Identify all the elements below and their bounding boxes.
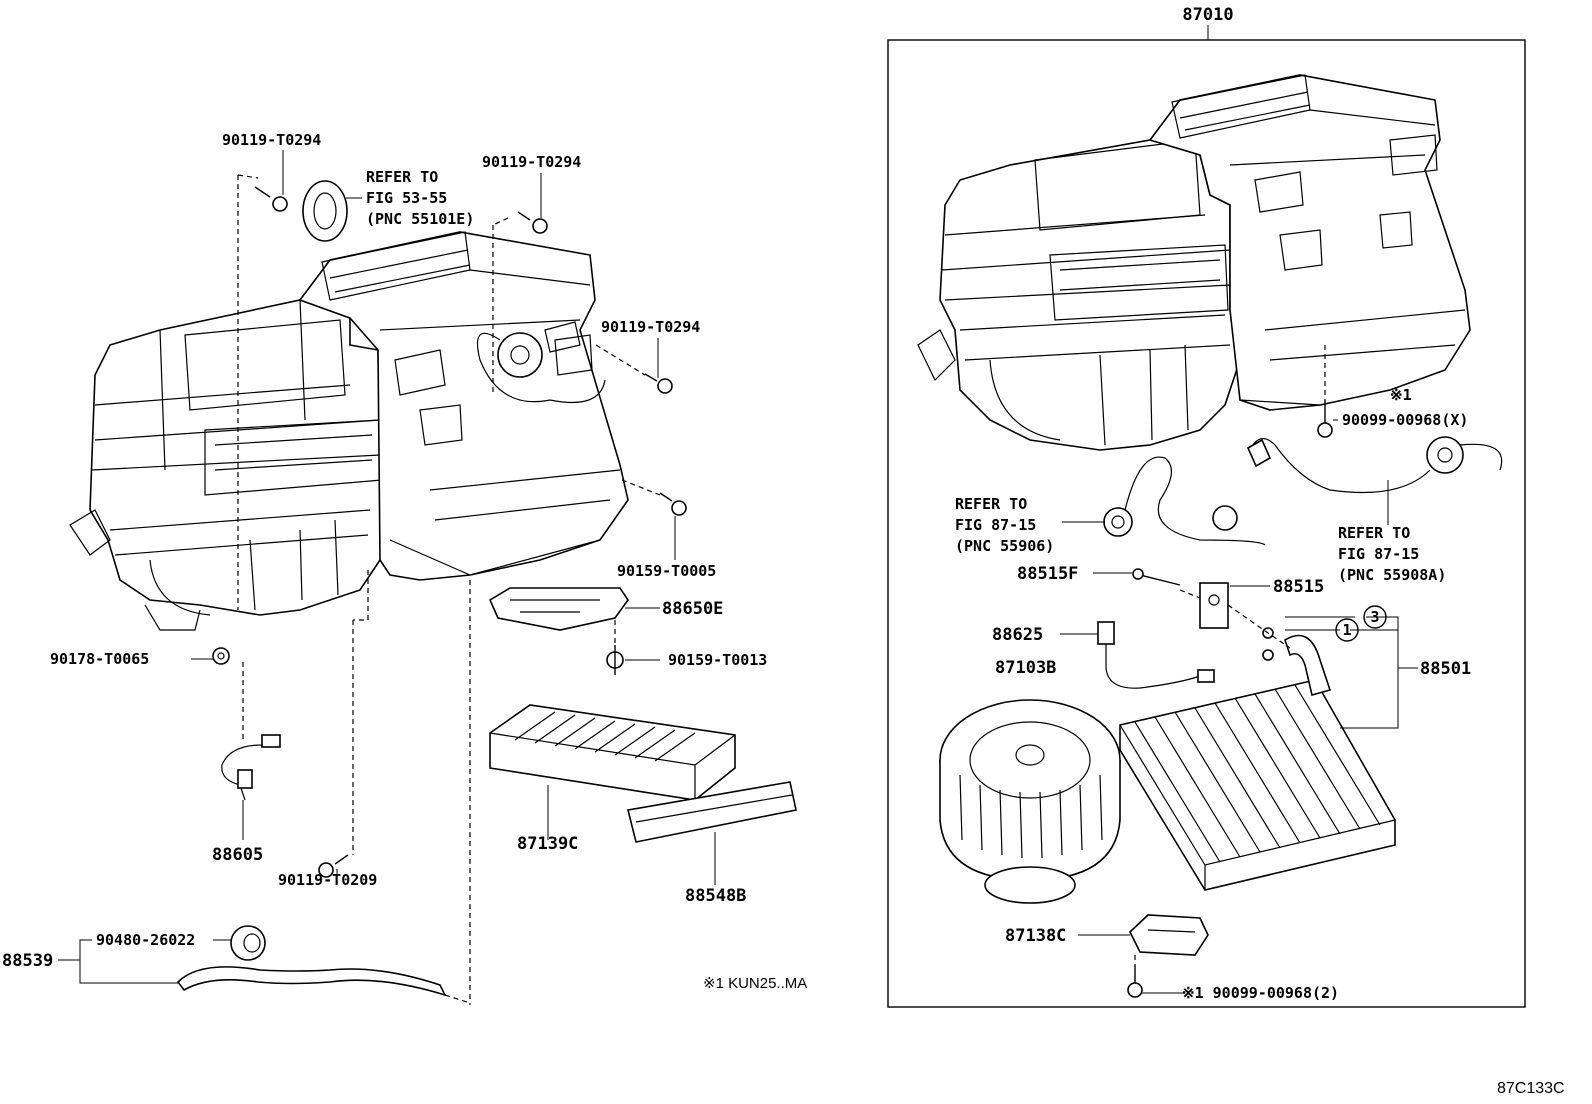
label-pnc-55906: (PNC 55906) [955,537,1054,555]
leader-lines-right [1060,419,1418,994]
label-note-mark-x: ※1 [1390,386,1412,404]
label-88515: 88515 [1273,577,1324,597]
label-refer-to-1: REFER TO [366,168,438,186]
callout-number-3: 3 [1370,608,1379,626]
label-88548b: 88548B [685,886,746,906]
label-90159-t0013: 90159-T0013 [668,651,767,669]
label-90480-26022: 90480-26022 [96,931,195,949]
hvac-unit-right-illustration [917,74,1471,451]
callout-circle-1 [1335,618,1359,642]
label-fig-87-15-b: FIG 87-15 [1338,545,1419,563]
part-labels: 87010 90119-T0294 REFER TO FIG 53-55 (PN… [2,5,1565,1097]
fastener-illustrations-left [176,180,797,997]
label-88539: 88539 [2,951,53,971]
label-pnc-55101e: (PNC 55101E) [366,210,474,228]
label-90159-t0005: 90159-T0005 [617,562,716,580]
label-88605: 88605 [212,845,263,865]
label-90119-t0209: 90119-T0209 [278,871,377,889]
assembly-lines-right [1134,345,1326,965]
label-88625: 88625 [992,625,1043,645]
label-88515f: 88515F [1017,564,1078,584]
label-90119-t0294-c: 90119-T0294 [601,318,700,336]
hvac-unit-left-illustration [69,231,629,631]
note-kun25-ma: ※1 KUN25..MA [703,975,807,992]
label-87010: 87010 [1182,5,1233,25]
callout-circle-3 [1363,605,1387,629]
label-88650e: 88650E [662,599,723,619]
label-refer-to-2: REFER TO [955,495,1027,513]
label-90119-t0294-a: 90119-T0294 [222,131,321,149]
components-right-illustrations [939,400,1503,998]
label-87139c: 87139C [517,834,578,854]
label-90099-00968-2: ※1 90099-00968(2) [1182,984,1339,1002]
leader-lines-left [58,150,716,984]
label-refer-to-3: REFER TO [1338,524,1410,542]
label-88501: 88501 [1420,659,1471,679]
label-87103b: 87103B [995,658,1056,678]
callout-number-1: 1 [1342,621,1351,639]
label-87138c: 87138C [1005,926,1066,946]
assembly-lines-left [237,174,661,1005]
assembly-87010-box [887,25,1526,1008]
label-90178-t0065: 90178-T0065 [50,650,149,668]
callout-circles [1335,605,1387,642]
label-90099-00968-x: 90099-00968(X) [1342,411,1468,429]
figure-code: 87C133C [1497,1080,1565,1097]
label-fig-53-55: FIG 53-55 [366,189,447,207]
label-90119-t0294-b: 90119-T0294 [482,153,581,171]
label-pnc-55908a: (PNC 55908A) [1338,566,1446,584]
label-fig-87-15-a: FIG 87-15 [955,516,1036,534]
